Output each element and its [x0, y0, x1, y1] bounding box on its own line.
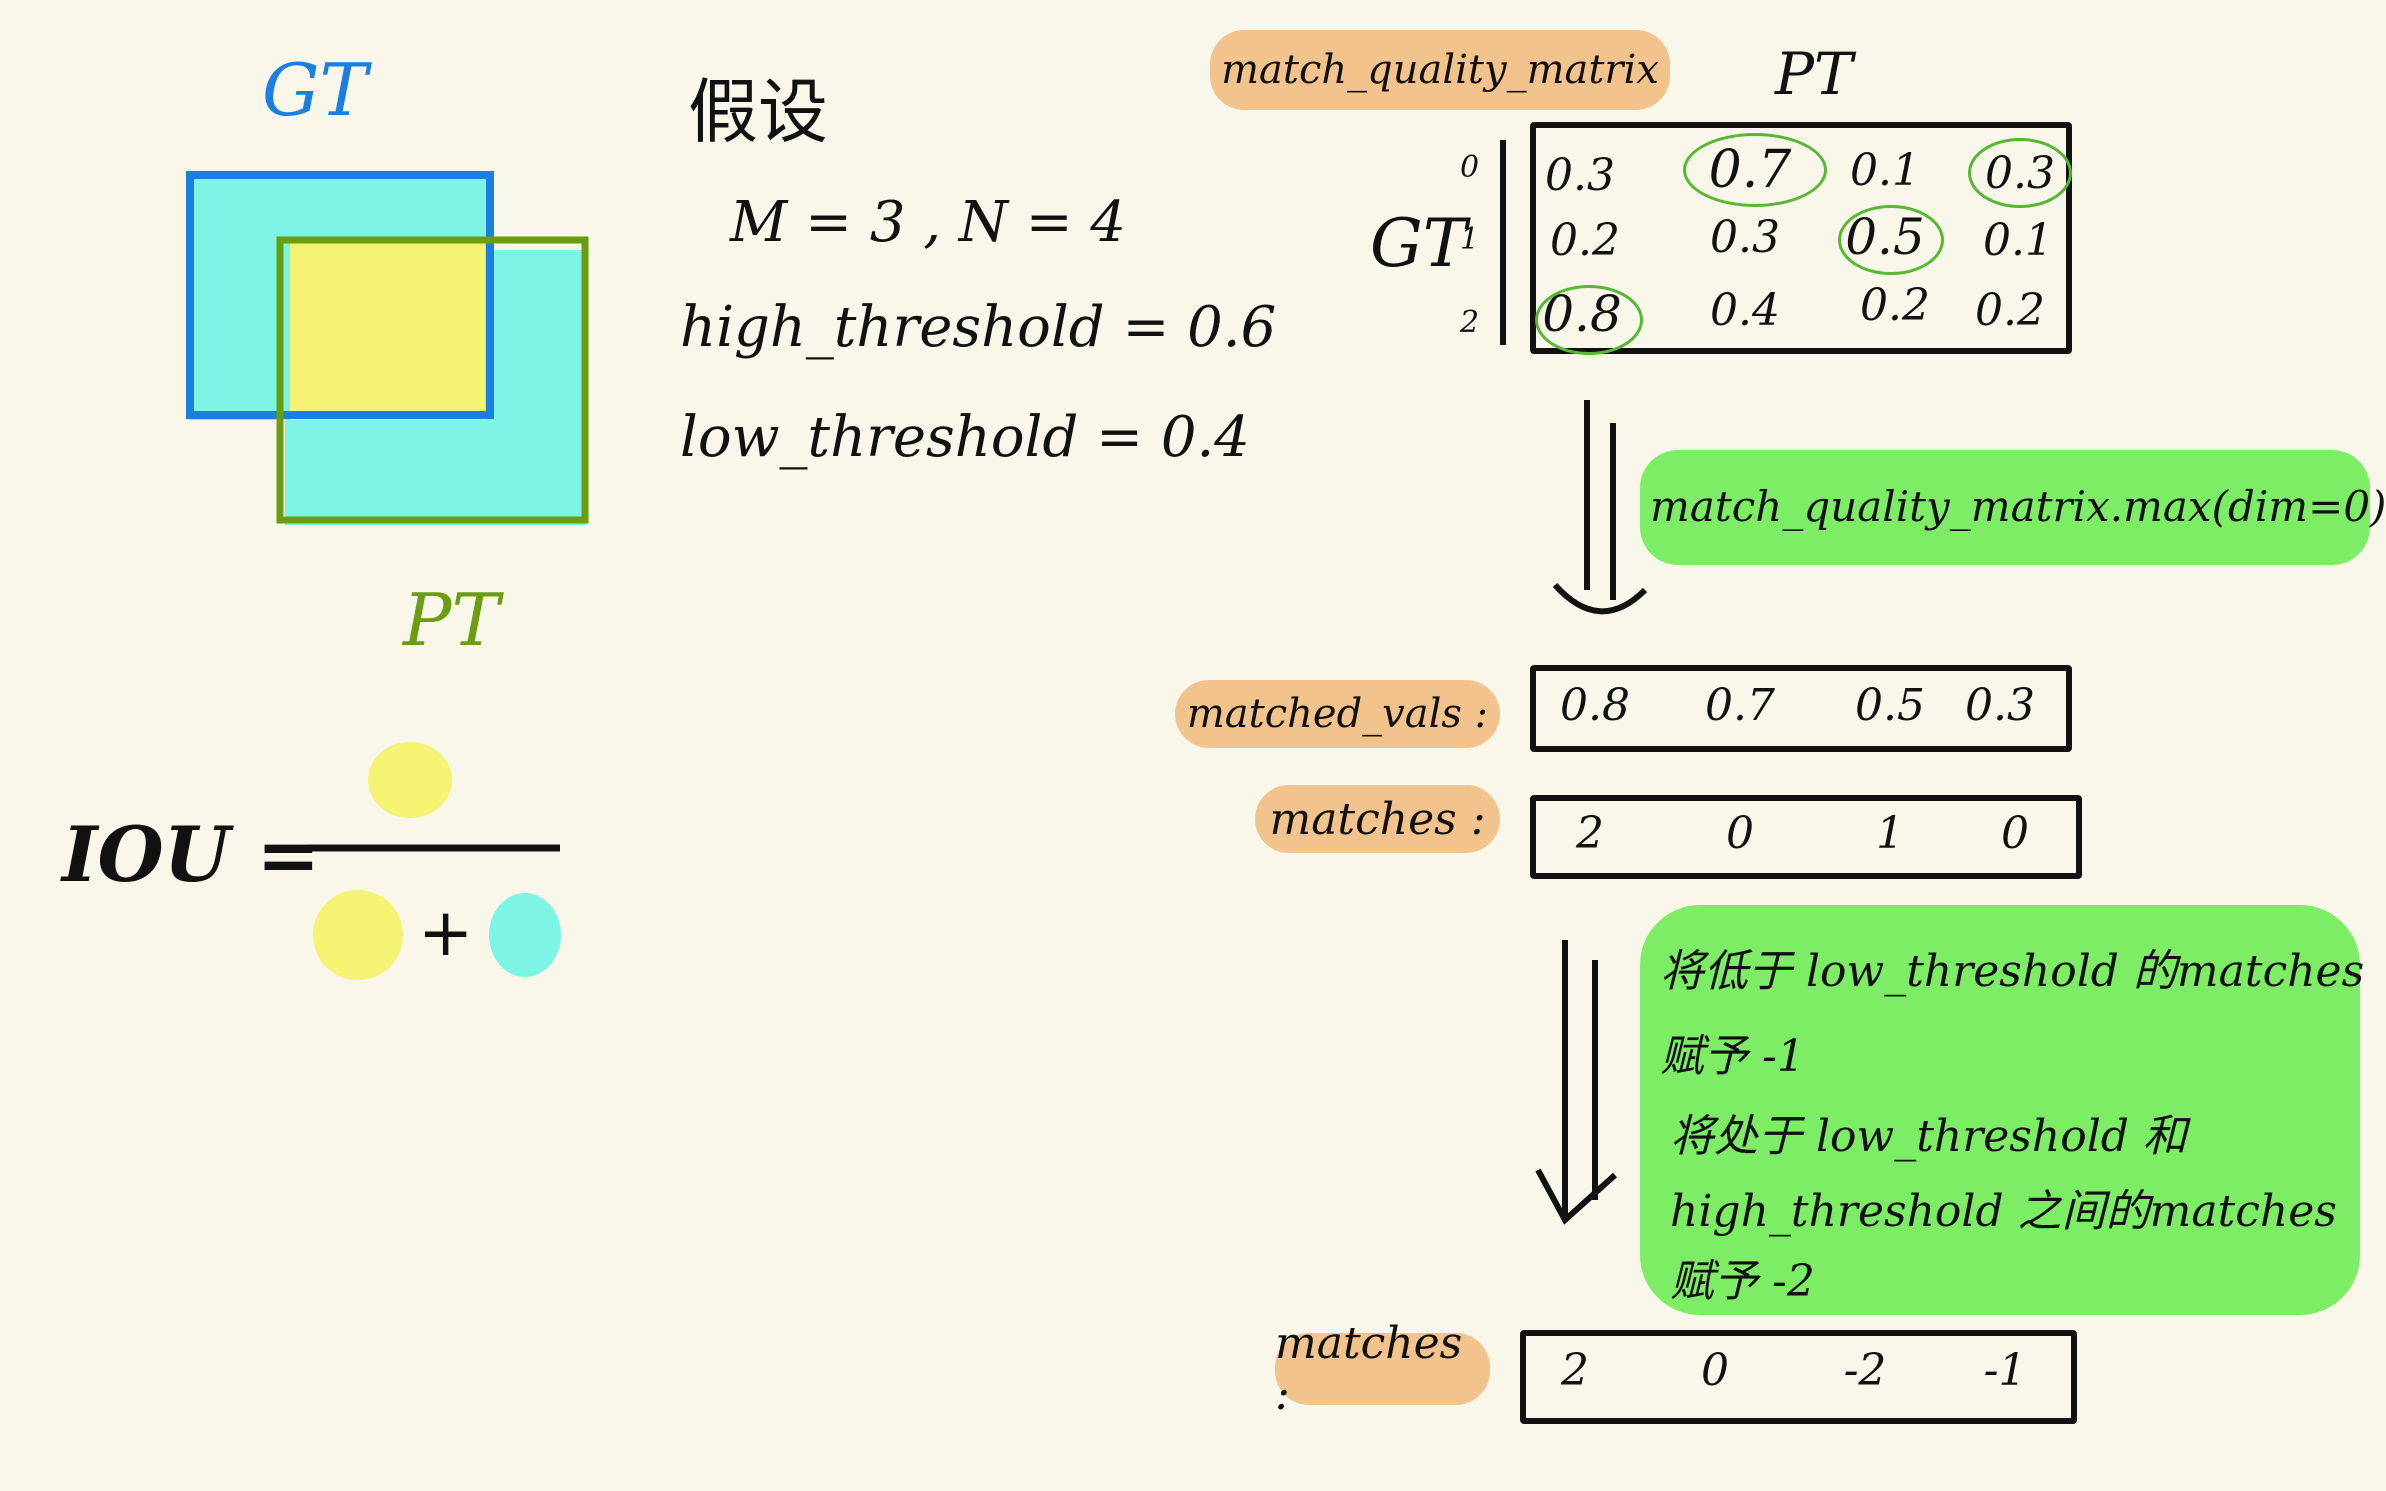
final-matches-box: [1520, 1330, 2077, 1424]
rule-line: 将处于 low_threshold 和: [1670, 1111, 2187, 1162]
final-match-value: -2: [1843, 1345, 1887, 1396]
pt-box-label: PT: [403, 578, 500, 662]
match-value: 2: [1576, 808, 1604, 859]
rule-line: 赋予 -1: [1660, 1031, 1805, 1082]
matrix-cell: 0.3: [1710, 212, 1780, 263]
matrix-cell: 0.4: [1710, 285, 1780, 336]
rule-line: 赋予 -2: [1670, 1256, 1815, 1307]
max-highlight-ring: [1838, 205, 1944, 275]
rule-line: high_threshold 之间的matches: [1670, 1186, 2337, 1237]
rule-line: 将低于 low_threshold 的matches: [1660, 946, 2365, 997]
matrix-left-bracket: [1500, 140, 1506, 345]
matched-val: 0.3: [1965, 680, 2035, 731]
max-highlight-ring: [1535, 285, 1643, 355]
match-value: 0: [2001, 808, 2029, 859]
denominator-union-blob: [489, 893, 561, 977]
matches-box: [1530, 795, 2082, 879]
matrix-cell: 0.2: [1860, 280, 1930, 331]
matrix-gt-header: GT: [1370, 205, 1467, 282]
final-matches-label: matches :: [1275, 1318, 1490, 1420]
max-highlight-ring: [1968, 138, 2072, 208]
matrix-box: [1530, 122, 2072, 354]
max-op-text: match_quality_matrix.max(dim=0): [1650, 482, 2386, 531]
gt-box-label: GT: [262, 48, 368, 132]
max-op-note: [1640, 450, 2370, 565]
intersection-fill: [290, 240, 485, 420]
matched-vals-label: matched_vals :: [1175, 680, 1500, 748]
matrix-cell: 0.2: [1975, 285, 2045, 336]
matrix-label: match_quality_matrix: [1210, 30, 1670, 110]
down-arrow-2: [1535, 940, 1618, 1225]
matched-val: 0.7: [1705, 680, 1775, 731]
high-threshold: high_threshold = 0.6: [680, 295, 1277, 360]
matched-val: 0.8: [1560, 680, 1630, 731]
threshold-rules-note: [1640, 905, 2360, 1315]
matched-vals-box: [1530, 665, 2072, 752]
matrix-cell: 0.1: [1983, 215, 2053, 266]
final-match-value: 0: [1701, 1345, 1729, 1396]
row-index-0: 0: [1460, 150, 1480, 185]
match-value: 0: [1726, 808, 1754, 859]
max-highlight-ring: [1683, 133, 1827, 207]
match-value: 1: [1876, 808, 1904, 859]
numerator-intersection-blob: [368, 742, 452, 818]
plus-sign: +: [418, 894, 473, 971]
matched-val: 0.5: [1855, 680, 1925, 731]
pt-outline: [276, 236, 589, 524]
low-threshold: low_threshold = 0.4: [680, 405, 1250, 470]
final-match-value: -1: [1983, 1345, 2027, 1396]
matrix-cell: 0.2: [1550, 215, 1620, 266]
matrix-cell: 0.3: [1545, 150, 1615, 201]
down-arrow-1: [1552, 400, 1648, 615]
matches-label: matches :: [1255, 785, 1500, 853]
row-index-1: 1: [1460, 222, 1480, 257]
final-match-value: 2: [1561, 1345, 1589, 1396]
denominator-intersection-blob: [313, 890, 403, 980]
matrix-cell: 0.1: [1850, 145, 1920, 196]
iou-fraction: +: [308, 742, 561, 980]
row-index-2: 2: [1460, 305, 1480, 340]
gt-outline: [186, 171, 494, 419]
iou-boxes-illustration: [186, 171, 589, 525]
assumption-title: 假设: [688, 71, 828, 153]
matrix-pt-header: PT: [1775, 40, 1853, 108]
mn-values: M = 3 , N = 4: [730, 190, 1127, 255]
iou-label: IOU =: [62, 810, 321, 899]
